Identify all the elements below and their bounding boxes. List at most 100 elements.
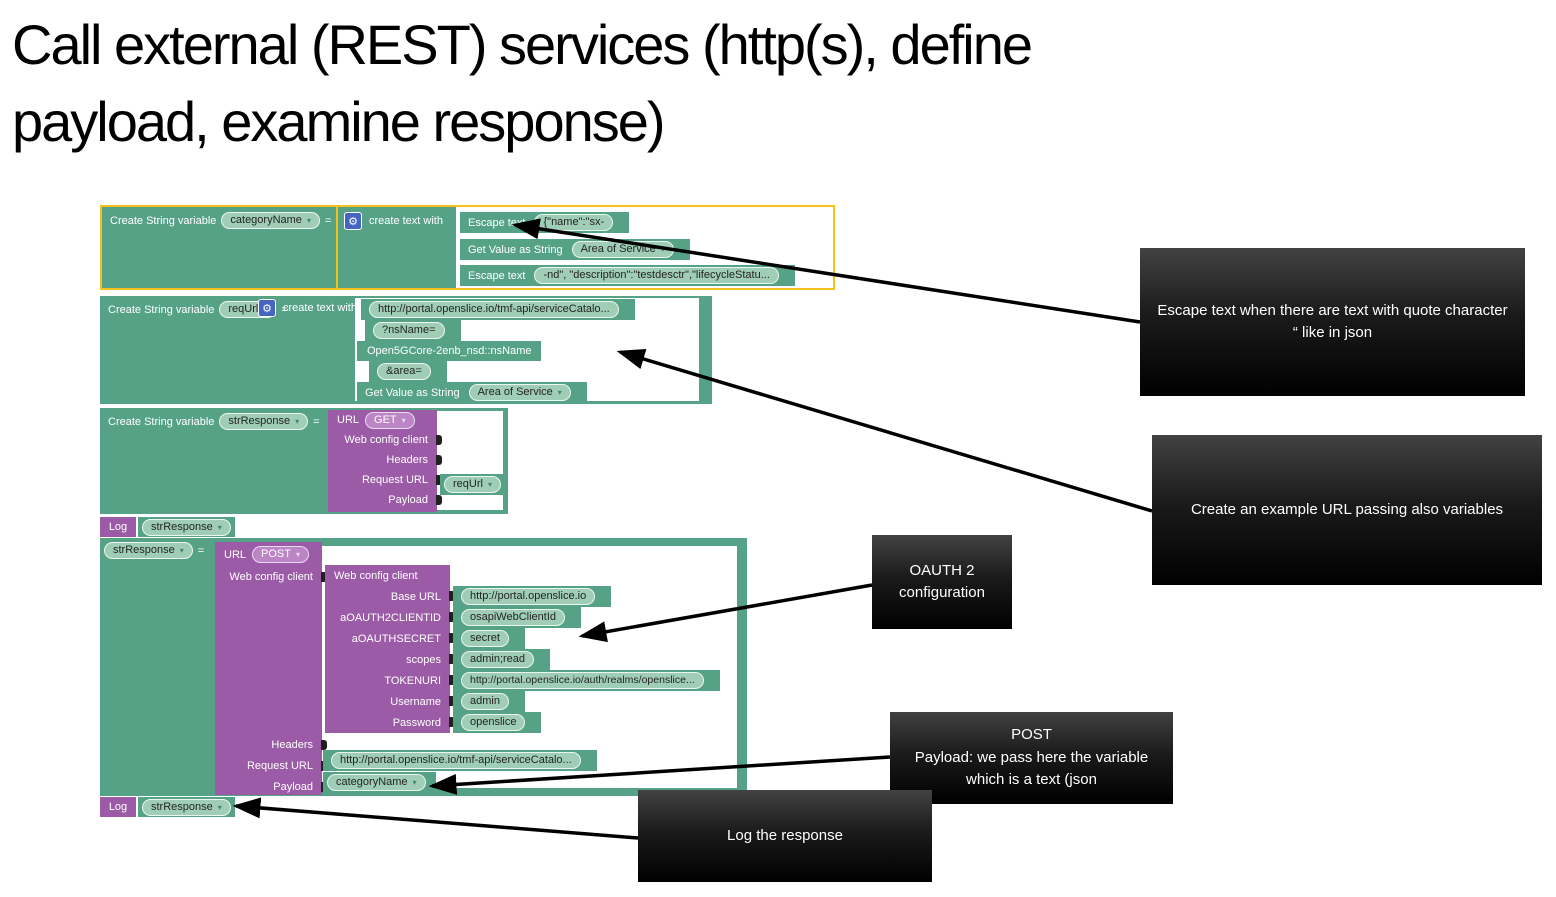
- param-request-url: Request URL: [215, 756, 327, 776]
- slide-title-line2: payload, examine response): [12, 90, 666, 153]
- equals-label: =: [324, 214, 332, 227]
- block-text-scopes[interactable]: admin;read: [453, 649, 551, 670]
- field-password: Password: [325, 712, 455, 733]
- block-text-area[interactable]: &area=: [369, 361, 447, 382]
- dropdown-arrow-icon: ▾: [487, 480, 492, 489]
- param-headers: Headers: [328, 450, 442, 470]
- param-request-url: Request URL: [328, 470, 442, 490]
- dropdown-arrow-icon: ▾: [217, 802, 222, 812]
- field-scopes: scopes: [325, 649, 455, 670]
- dropdown-arrow-icon: ▾: [295, 417, 300, 426]
- variable-dropdown-area-of-service[interactable]: Area of Service▾: [571, 241, 674, 258]
- create-text-with-label: create text with: [283, 302, 357, 314]
- callout-log-response: Log the response: [638, 790, 932, 882]
- dropdown-arrow-icon: ▾: [412, 778, 417, 787]
- slide-title-line1: Call external (REST) services (http(s), …: [12, 13, 1033, 76]
- dropdown-arrow-icon: ▾: [306, 216, 311, 225]
- equals-label: =: [197, 544, 205, 557]
- block-create-strresponse-get[interactable]: Create String variable strResponse▾ = UR…: [100, 408, 508, 514]
- text-field[interactable]: osapiWebClientId: [461, 609, 566, 626]
- mutator-gear-icon[interactable]: ⚙: [344, 212, 362, 230]
- block-text-password[interactable]: openslice: [453, 712, 542, 733]
- block-create-text-with[interactable]: ⚙ create text with: [258, 299, 357, 317]
- text-field[interactable]: {"name":"sx-: [534, 214, 614, 231]
- param-web-config-client: Web config client: [215, 567, 327, 587]
- text-field[interactable]: &area=: [377, 363, 431, 380]
- param-payload: Payload: [215, 777, 327, 797]
- variable-dropdown-strresponse[interactable]: strResponse▾: [142, 518, 231, 536]
- block-variable-strresponse[interactable]: strResponse▾: [138, 797, 235, 817]
- field-tokenuri: TOKENURI: [325, 670, 455, 691]
- block-get-value-as-string-1[interactable]: Get Value as String Area of Service▾: [460, 239, 690, 260]
- text-field[interactable]: http://portal.openslice.io/tmf-api/servi…: [331, 752, 581, 769]
- web-config-client-title: Web config client: [334, 569, 418, 582]
- text-field[interactable]: secret: [461, 630, 509, 647]
- method-dropdown-post[interactable]: POST▾: [252, 546, 309, 563]
- text-field[interactable]: -nd", "description":"testdesctr","lifecy…: [534, 267, 779, 284]
- text-field[interactable]: http://portal.openslice.io/auth/realms/o…: [461, 672, 704, 689]
- callout-escape-text: Escape text when there are text with quo…: [1140, 248, 1525, 396]
- text-field[interactable]: ?nsName=: [373, 322, 445, 339]
- http-get-block[interactable]: URL GET▾ Web config client Headers Reque…: [328, 410, 442, 512]
- text-field[interactable]: admin: [461, 693, 509, 710]
- field-oauth2clientid: aOAUTH2CLIENTID: [325, 607, 455, 628]
- dropdown-arrow-icon: ▾: [179, 546, 184, 555]
- param-headers: Headers: [215, 735, 327, 755]
- block-text-url[interactable]: http://portal.openslice.io/tmf-api/servi…: [361, 299, 635, 320]
- block-escape-text-2[interactable]: Escape text -nd", "description":"testdes…: [460, 265, 795, 286]
- text-field[interactable]: http://portal.openslice.io/tmf-api/servi…: [369, 301, 619, 318]
- mutator-gear-icon[interactable]: ⚙: [258, 299, 276, 317]
- text-field[interactable]: admin;read: [461, 651, 535, 668]
- block-get-value-as-string-2[interactable]: Get Value as String Area of Service▾: [357, 382, 587, 403]
- block-text-username[interactable]: admin: [453, 691, 525, 712]
- web-config-client-block[interactable]: Web config client Base URL aOAUTH2CLIENT…: [325, 565, 455, 733]
- param-web-config-client: Web config client: [328, 430, 442, 450]
- block-create-categoryname[interactable]: Create String variable categoryName▾ = ⚙…: [100, 205, 835, 290]
- block-variable-strresponse[interactable]: strResponse▾: [138, 517, 235, 537]
- log-block-1[interactable]: Log: [100, 517, 136, 537]
- block-variable-open5gcore[interactable]: Open5GCore-2enb_nsd::nsName: [357, 341, 542, 361]
- dropdown-arrow-icon: ▾: [295, 550, 300, 559]
- field-username: Username: [325, 691, 455, 712]
- dropdown-arrow-icon: ▾: [401, 415, 406, 425]
- create-string-variable-label: Create String variable: [108, 303, 215, 316]
- block-text-baseurl[interactable]: http://portal.openslice.io: [453, 586, 612, 607]
- create-text-with-label: create text with: [369, 215, 443, 227]
- text-field[interactable]: http://portal.openslice.io: [461, 588, 596, 605]
- dropdown-arrow-icon: ▾: [557, 388, 562, 397]
- block-set-strresponse-post[interactable]: strResponse▾ = URL POST▾ Web config clie…: [100, 538, 747, 796]
- block-variable-requrl[interactable]: reqUrl▾: [440, 474, 505, 495]
- variable-dropdown-categoryname[interactable]: categoryName▾: [327, 774, 426, 791]
- variable-dropdown-categoryname[interactable]: categoryName▾: [221, 212, 320, 229]
- block-text-tokenuri[interactable]: http://portal.openslice.io/auth/realms/o…: [453, 670, 720, 691]
- block-escape-text-1[interactable]: Escape text {"name":"sx-: [460, 212, 630, 233]
- variable-dropdown-strresponse[interactable]: strResponse▾: [219, 413, 309, 430]
- variable-dropdown-strresponse[interactable]: strResponse▾: [104, 542, 193, 559]
- block-text-request-url[interactable]: http://portal.openslice.io/tmf-api/servi…: [323, 750, 597, 771]
- block-text-clientid[interactable]: osapiWebClientId: [453, 607, 582, 628]
- equals-label: =: [281, 303, 288, 316]
- block-variable-categoryname[interactable]: categoryName▾: [323, 772, 436, 793]
- variable-dropdown-requrl[interactable]: reqUrl▾: [444, 476, 501, 493]
- dropdown-arrow-icon: ▾: [660, 245, 665, 254]
- variable-dropdown-area-of-service[interactable]: Area of Service▾: [468, 384, 571, 401]
- variable-dropdown-strresponse[interactable]: strResponse▾: [142, 798, 231, 816]
- field-oauthsecret: aOAUTHSECRET: [325, 628, 455, 649]
- equals-label: =: [313, 415, 320, 428]
- text-field[interactable]: openslice: [461, 714, 526, 731]
- param-payload: Payload: [328, 490, 442, 510]
- method-dropdown-get[interactable]: GET▾: [365, 411, 415, 429]
- block-text-nsname[interactable]: ?nsName=: [365, 320, 461, 341]
- create-string-variable-label: Create String variable: [108, 415, 215, 428]
- http-post-block[interactable]: URL POST▾ Web config client Headers Requ…: [215, 542, 327, 797]
- create-string-variable-label: Create String variable: [110, 214, 217, 227]
- slide-title: Call external (REST) services (http(s), …: [12, 6, 1342, 160]
- field-base-url: Base URL: [325, 586, 455, 607]
- block-create-text-with[interactable]: ⚙ create text with Escape text {"name":"…: [336, 205, 835, 290]
- block-create-requrl[interactable]: Create String variable reqUrl▾ = ⚙ creat…: [100, 296, 712, 404]
- log-block-2[interactable]: Log: [100, 797, 136, 817]
- block-text-secret[interactable]: secret: [453, 628, 525, 649]
- callout-example-url: Create an example URL passing also varia…: [1152, 435, 1542, 585]
